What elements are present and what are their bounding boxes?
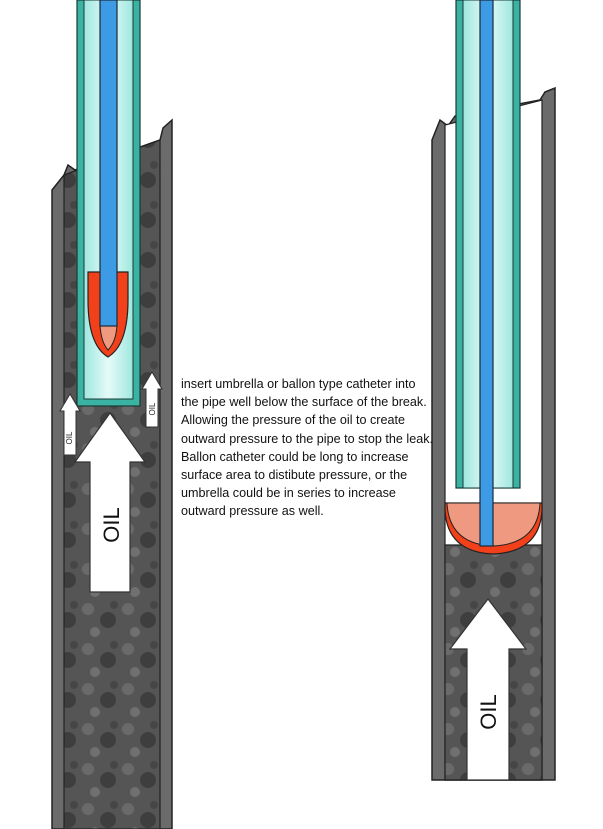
left-big-arrow: OIL xyxy=(73,411,147,593)
description-text: insert umbrella or ballon type catheter … xyxy=(181,375,481,521)
description-line: outward pressure to the pipe to stop the… xyxy=(181,431,434,446)
left-small-arrow-left: OIL xyxy=(59,393,81,456)
right-big-arrow: OIL xyxy=(448,598,528,781)
description-line: the pipe well below the surface of the b… xyxy=(181,395,427,410)
big-arrow-label: OIL xyxy=(99,507,124,542)
small-arrow-label: OIL xyxy=(148,402,157,415)
left-balloon-catheter xyxy=(87,0,129,358)
description-line: umbrella could be in series to increase xyxy=(181,486,396,501)
description-line: Ballon catheter could be long to increas… xyxy=(181,449,409,464)
small-arrow-label: OIL xyxy=(65,431,74,444)
description-line: insert umbrella or ballon type catheter … xyxy=(181,377,416,391)
description-line: outward pressure as well. xyxy=(181,504,324,519)
description-line: Allowing the pressure of the oil to crea… xyxy=(181,413,406,428)
right-umbrella-catheter xyxy=(444,0,543,555)
big-arrow-label: OIL xyxy=(476,694,501,729)
left-small-arrow-right: OIL xyxy=(141,371,163,428)
description-line: surface area to distibute pressure, or t… xyxy=(181,468,408,483)
